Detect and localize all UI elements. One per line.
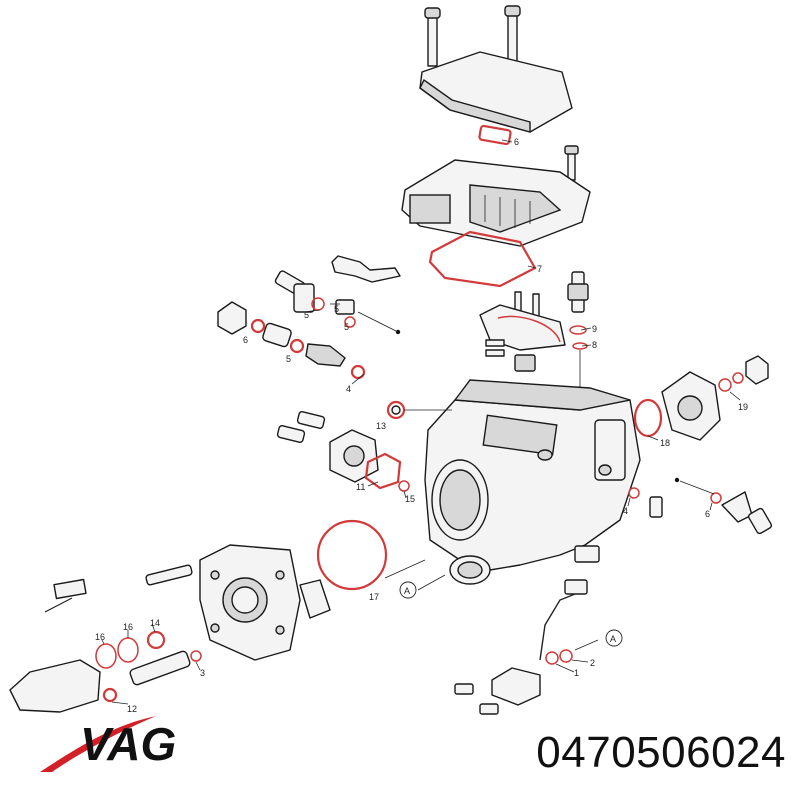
callout-6a: 6 bbox=[243, 335, 248, 345]
cover-bolt-left-head bbox=[424, 7, 441, 19]
pump-housing bbox=[424, 379, 641, 585]
callout-5-lower: 5 bbox=[286, 354, 291, 364]
callout-6b: 6 bbox=[705, 509, 710, 519]
callout-13: 13 bbox=[376, 421, 386, 431]
control-unit bbox=[401, 145, 591, 247]
callout-4b: 4 bbox=[623, 506, 628, 516]
callout-15: 15 bbox=[405, 494, 415, 504]
callout-7: 7 bbox=[537, 264, 542, 274]
callout-5a: 5 bbox=[304, 310, 309, 320]
leader-lines bbox=[101, 139, 741, 705]
cutoff-valve bbox=[567, 271, 589, 395]
part-17-o-ring bbox=[316, 519, 388, 591]
callout-3: 3 bbox=[200, 668, 205, 678]
callout-17: 17 bbox=[369, 592, 379, 602]
logo-swoosh bbox=[40, 716, 156, 772]
wiring-bracket bbox=[479, 291, 566, 372]
timing-cover bbox=[633, 355, 769, 441]
callout-16a: 16 bbox=[95, 632, 105, 642]
callout-12: 12 bbox=[127, 704, 137, 714]
control-unit-connector bbox=[409, 194, 451, 224]
callout-4a: 4 bbox=[346, 384, 351, 394]
callout-19: 19 bbox=[738, 402, 748, 412]
housing-top bbox=[453, 379, 631, 411]
speed-sensor bbox=[454, 545, 600, 715]
part-7-gasket bbox=[428, 230, 537, 288]
cover-bolt-left bbox=[427, 13, 438, 67]
right-side-fittings bbox=[628, 477, 773, 535]
callout-16b: 16 bbox=[123, 622, 133, 632]
part-11-seal bbox=[364, 452, 402, 490]
part-19-ring bbox=[718, 378, 732, 392]
callout-1: 1 bbox=[574, 668, 579, 678]
part-14-seal bbox=[146, 630, 166, 650]
callout-5b: 5 bbox=[334, 304, 339, 314]
part-number: 0470506024 bbox=[536, 728, 786, 777]
part-18-seal bbox=[633, 398, 663, 438]
screw-plug bbox=[9, 659, 101, 713]
svg-text:A: A bbox=[404, 586, 410, 596]
svg-text:A: A bbox=[610, 634, 616, 644]
callout-2: 2 bbox=[590, 658, 595, 668]
callout-11: 11 bbox=[356, 482, 365, 492]
callout-labels: 6 7 9 8 5 5 5 6 5 4 13 11 15 17 18 19 4 … bbox=[95, 137, 748, 714]
top-cover bbox=[419, 5, 573, 133]
callout-14: 14 bbox=[150, 618, 160, 628]
callout-18: 18 bbox=[660, 438, 670, 448]
cover-plate-edge bbox=[419, 78, 531, 133]
distributor-head bbox=[145, 544, 331, 661]
cover-bolt-right-head bbox=[504, 5, 521, 17]
vag-logo: VAG bbox=[40, 716, 176, 772]
callout-8: 8 bbox=[592, 340, 597, 350]
part-15-ring bbox=[398, 480, 410, 492]
callout-5c: 5 bbox=[344, 322, 349, 332]
banjo-fitting-row bbox=[217, 301, 366, 380]
logo-text: VAG bbox=[80, 718, 176, 770]
ref-mark-a-housing bbox=[399, 581, 417, 599]
callout-10: 6 bbox=[514, 137, 519, 147]
flange-plate bbox=[276, 410, 379, 483]
fuel-line-fitting bbox=[274, 255, 401, 335]
part-10-seal bbox=[478, 124, 512, 146]
ref-mark-a-sensor bbox=[605, 629, 623, 647]
callout-9: 9 bbox=[592, 324, 597, 334]
plunger-assembly bbox=[9, 578, 202, 713]
reference-marks: A A bbox=[399, 581, 623, 647]
part-13-washer bbox=[386, 400, 406, 420]
timing-nut bbox=[745, 355, 769, 385]
